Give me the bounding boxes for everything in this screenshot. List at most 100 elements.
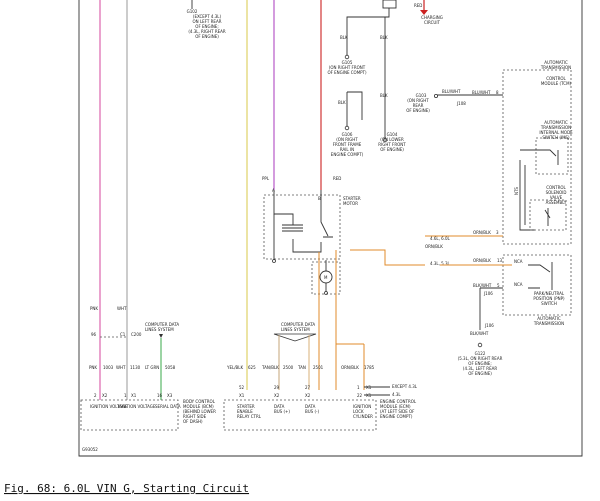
wire-orn-blk: ORN/BLK	[341, 365, 359, 370]
g104-label: G104	[387, 132, 398, 137]
g122-label: G122	[475, 351, 486, 356]
g106-sub-4: ENGINE COMPT)	[331, 152, 364, 157]
ecm-pin-x1b: X1	[366, 385, 372, 390]
charging-arrow	[420, 10, 428, 15]
ecm-pin-x2a: X2	[274, 393, 280, 398]
bcm-name-1: BODY CONTROL	[183, 399, 216, 404]
blk-wht-v-label: BLK/WHT	[470, 331, 489, 336]
g105-sub-1: (ON RIGHT FRONT	[329, 65, 366, 70]
pnp-pin-5: 5	[497, 283, 500, 288]
pnp-label-1: PARK/NEUTRAL	[534, 291, 565, 296]
g104-ground	[382, 137, 388, 143]
starter-label-2: MOTOR	[343, 201, 358, 206]
bcm-ignition-voltage-1: IGNITION VOLTAGE	[90, 404, 128, 409]
ims-switch-symbol	[545, 149, 559, 165]
ims-label-3: INTERNAL MODE	[539, 130, 573, 135]
cdl2-label-2: LINES SYSTEM	[281, 327, 310, 332]
cdl-label-2: LINES SYSTEM	[145, 327, 174, 332]
wire-1130: 1130	[130, 365, 141, 370]
solenoid-contact	[320, 190, 333, 238]
ims-wiring	[519, 149, 545, 231]
variant-43-label: 4.3L, 5.3L	[430, 261, 450, 266]
g106-wires	[346, 91, 363, 126]
starter-ground	[272, 259, 276, 263]
g102-sub-5: OF ENGINE)	[195, 34, 219, 39]
starter-pin-a: A	[272, 188, 275, 193]
g106-sub-3: RAIL IN	[340, 147, 354, 152]
ground-bus-g105	[346, 12, 390, 55]
cdl2-label-1: COMPUTER DATA	[281, 322, 315, 327]
pnp-switch-symbol	[528, 262, 553, 290]
valve-label-2: SOLENOID	[546, 190, 567, 195]
valve-label-3: VALVE	[550, 195, 563, 200]
at-label-1: AUTOMATIC	[537, 316, 561, 321]
g103-label: G103	[416, 93, 427, 98]
j108-label: J108	[456, 101, 466, 106]
battery-terminal	[382, 0, 397, 9]
g122-sub-2: OF ENGINE;	[468, 361, 491, 366]
tcm-label-3: CONTROL	[546, 76, 566, 81]
ecm-name-1: ENGINE CONTROL	[380, 399, 417, 404]
tcm-label-4: MODULE (TCM)	[541, 81, 572, 86]
cdl-label-1: COMPUTER DATA	[145, 322, 179, 327]
ecm-pin-22: 22	[357, 393, 363, 398]
g102-sub-4: (4.3L, RIGHT REAR	[188, 29, 226, 34]
cdl2-arrow	[273, 333, 317, 342]
blk-label-4: BLK	[380, 93, 388, 98]
g122-sub-3: (4.3L, LEFT REAR	[463, 366, 497, 371]
ecm-relay-3: RELAY CTRL	[237, 414, 262, 419]
g105-sub-2: OF ENGINE COMPT)	[327, 70, 367, 75]
pnp-box	[502, 254, 572, 316]
c1-label: C1	[120, 332, 126, 337]
solenoid-coil-lines	[282, 227, 303, 232]
ims-label-4: SWITCH (IMS)	[542, 135, 570, 140]
diagram-id: G93052	[82, 447, 98, 452]
s106-label: J106	[484, 323, 494, 328]
g122-sub-4: OF ENGINE)	[468, 371, 492, 376]
ecm-pin-x2b: X2	[305, 393, 311, 398]
valve-label-4: ASSEMBLY	[546, 200, 567, 205]
g122-sub-1: (5.3L, ON RIGHT REAR	[458, 356, 503, 361]
orn-blk-feed	[350, 249, 425, 266]
g106-ground	[344, 125, 350, 131]
tcm-pin-3: 3	[496, 230, 499, 235]
wire-lt-grn: LT GRN	[145, 365, 159, 370]
g104-sub-3: OF ENGINE)	[380, 147, 404, 152]
figure-caption: Fig. 68: 6.0L VIN G, Starting Circuit	[4, 482, 249, 495]
wire-2501: 2501	[313, 365, 324, 370]
ims-label-1: AUTOMATIC	[544, 120, 568, 125]
g103-sub-1: (ON RIGHT	[407, 98, 429, 103]
bcm-pin-x1: X1	[131, 393, 137, 398]
ecm-ign-1: IGNITION	[353, 404, 371, 409]
wire-pnk: PNK	[89, 365, 97, 370]
ims-box	[535, 137, 569, 175]
g102-label: G102	[187, 9, 198, 14]
bcm-pin-2: 2	[94, 393, 97, 398]
blk-label-1: BLK	[340, 35, 348, 40]
ecm-pin-1: 1	[357, 385, 360, 390]
wht-label: WHT	[117, 306, 127, 311]
pnp-pin-13: 13	[497, 258, 503, 263]
ppl-label: PPL	[262, 176, 270, 181]
wire-wht: WHT	[116, 365, 126, 370]
nca-label-1: NCA	[514, 259, 523, 264]
ecm-name-3: (AT LEFT SIDE OF	[380, 409, 415, 414]
g104-sub-2: RIGHT FRONT	[378, 142, 406, 147]
ecm-pin-29: 29	[274, 385, 280, 390]
tcm-label-1: AUTOMATIC	[544, 60, 568, 65]
motor-label: M	[324, 275, 328, 280]
g122-ground	[477, 342, 483, 348]
ecm-pins: 52 X1 29 X2 27 X2 1 X1 X1 22	[239, 385, 372, 398]
ecm-pin-x1c: X1	[366, 393, 372, 398]
pnp-label-3: SWITCH	[541, 301, 557, 306]
wire-5058: 5058	[165, 365, 176, 370]
wire-1785: 1785	[364, 365, 375, 370]
bcm-ignition-voltage-2: IGNITION VOLTAGE	[118, 404, 156, 409]
bcm-name-5: OF DASH)	[183, 419, 203, 424]
g103-sub-3: OF ENGINE)	[406, 108, 430, 113]
bcm-pins: 2 X2 X1 16 X3 1	[94, 393, 173, 398]
orn-blk-label-1: ORN/BLK	[473, 230, 491, 235]
wire-1003: 1003	[103, 365, 114, 370]
wire-tan-blk: TAN/BLK	[261, 365, 279, 370]
ecm-ign-2: LOCK	[353, 409, 364, 414]
